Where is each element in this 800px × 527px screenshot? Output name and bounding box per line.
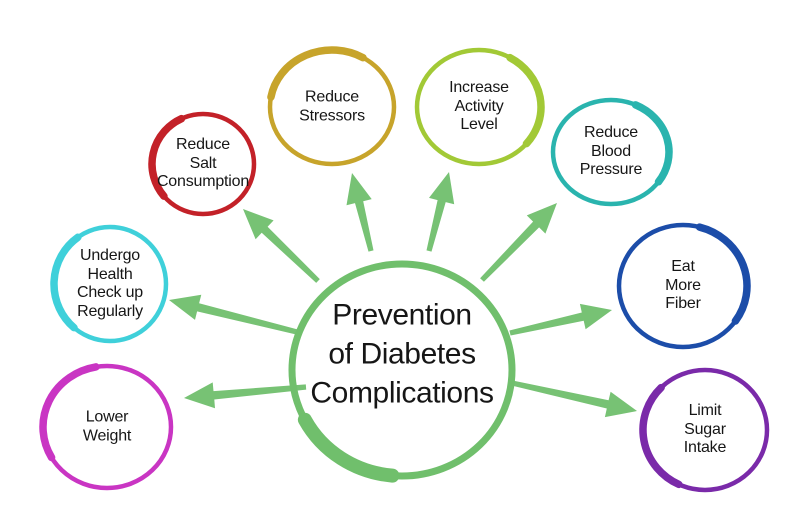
limit-sugar-intake-brush-stroke	[639, 383, 683, 489]
lower-weight-brush-stroke	[39, 363, 100, 462]
prevention-of-diabetes-complications-brush-stroke	[297, 412, 400, 483]
arrow-to-eat-more-fiber	[509, 303, 612, 336]
arrow-to-reduce-stressors	[346, 173, 374, 252]
arrow-to-limit-sugar-intake	[511, 380, 637, 418]
arrow-to-lower-weight	[184, 382, 307, 409]
reduce-stressors-brush-stroke	[267, 46, 367, 101]
increase-activity-level-brush-stroke	[506, 53, 545, 148]
arrow-to-reduce-salt-consumption	[243, 209, 320, 283]
arrow-to-reduce-blood-pressure	[480, 203, 557, 282]
reduce-salt-consumption-brush-stroke	[148, 114, 186, 200]
arrow-to-increase-activity-level	[426, 172, 455, 252]
undergo-health-checkup-regularly-brush-stroke	[50, 233, 82, 332]
reduce-blood-pressure-brush-stroke	[631, 101, 673, 186]
prevention-of-diabetes-complications-circle	[288, 260, 516, 480]
arrow-to-undergo-health-checkup-regularly	[169, 294, 302, 336]
eat-more-fiber-brush-stroke	[695, 223, 751, 325]
